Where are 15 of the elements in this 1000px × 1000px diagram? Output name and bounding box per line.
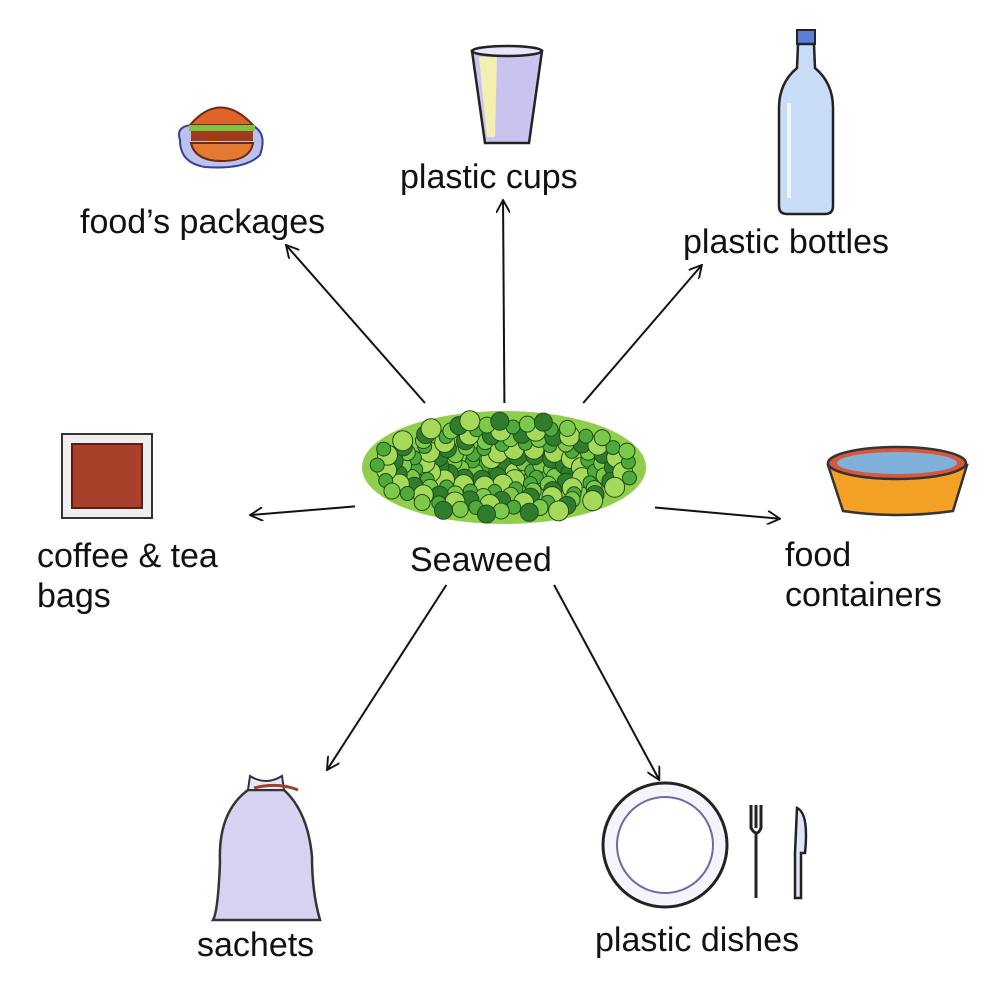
item-label: plastic bottles — [683, 222, 890, 262]
arrow — [495, 199, 512, 403]
item-label: plastic cups — [400, 157, 579, 197]
item-label: plastic dishes — [595, 920, 800, 960]
arrow — [654, 506, 781, 526]
item-label: sachets — [197, 925, 316, 965]
arrow — [326, 584, 448, 771]
arrow — [249, 505, 356, 522]
arrow — [582, 264, 703, 404]
item-label: Seaweed — [410, 540, 553, 580]
arrow — [285, 244, 426, 404]
item-label: food containers — [785, 535, 943, 615]
item-label: food’s packages — [80, 202, 326, 242]
arrow — [553, 584, 660, 781]
item-label: coffee & tea bags — [37, 536, 219, 616]
